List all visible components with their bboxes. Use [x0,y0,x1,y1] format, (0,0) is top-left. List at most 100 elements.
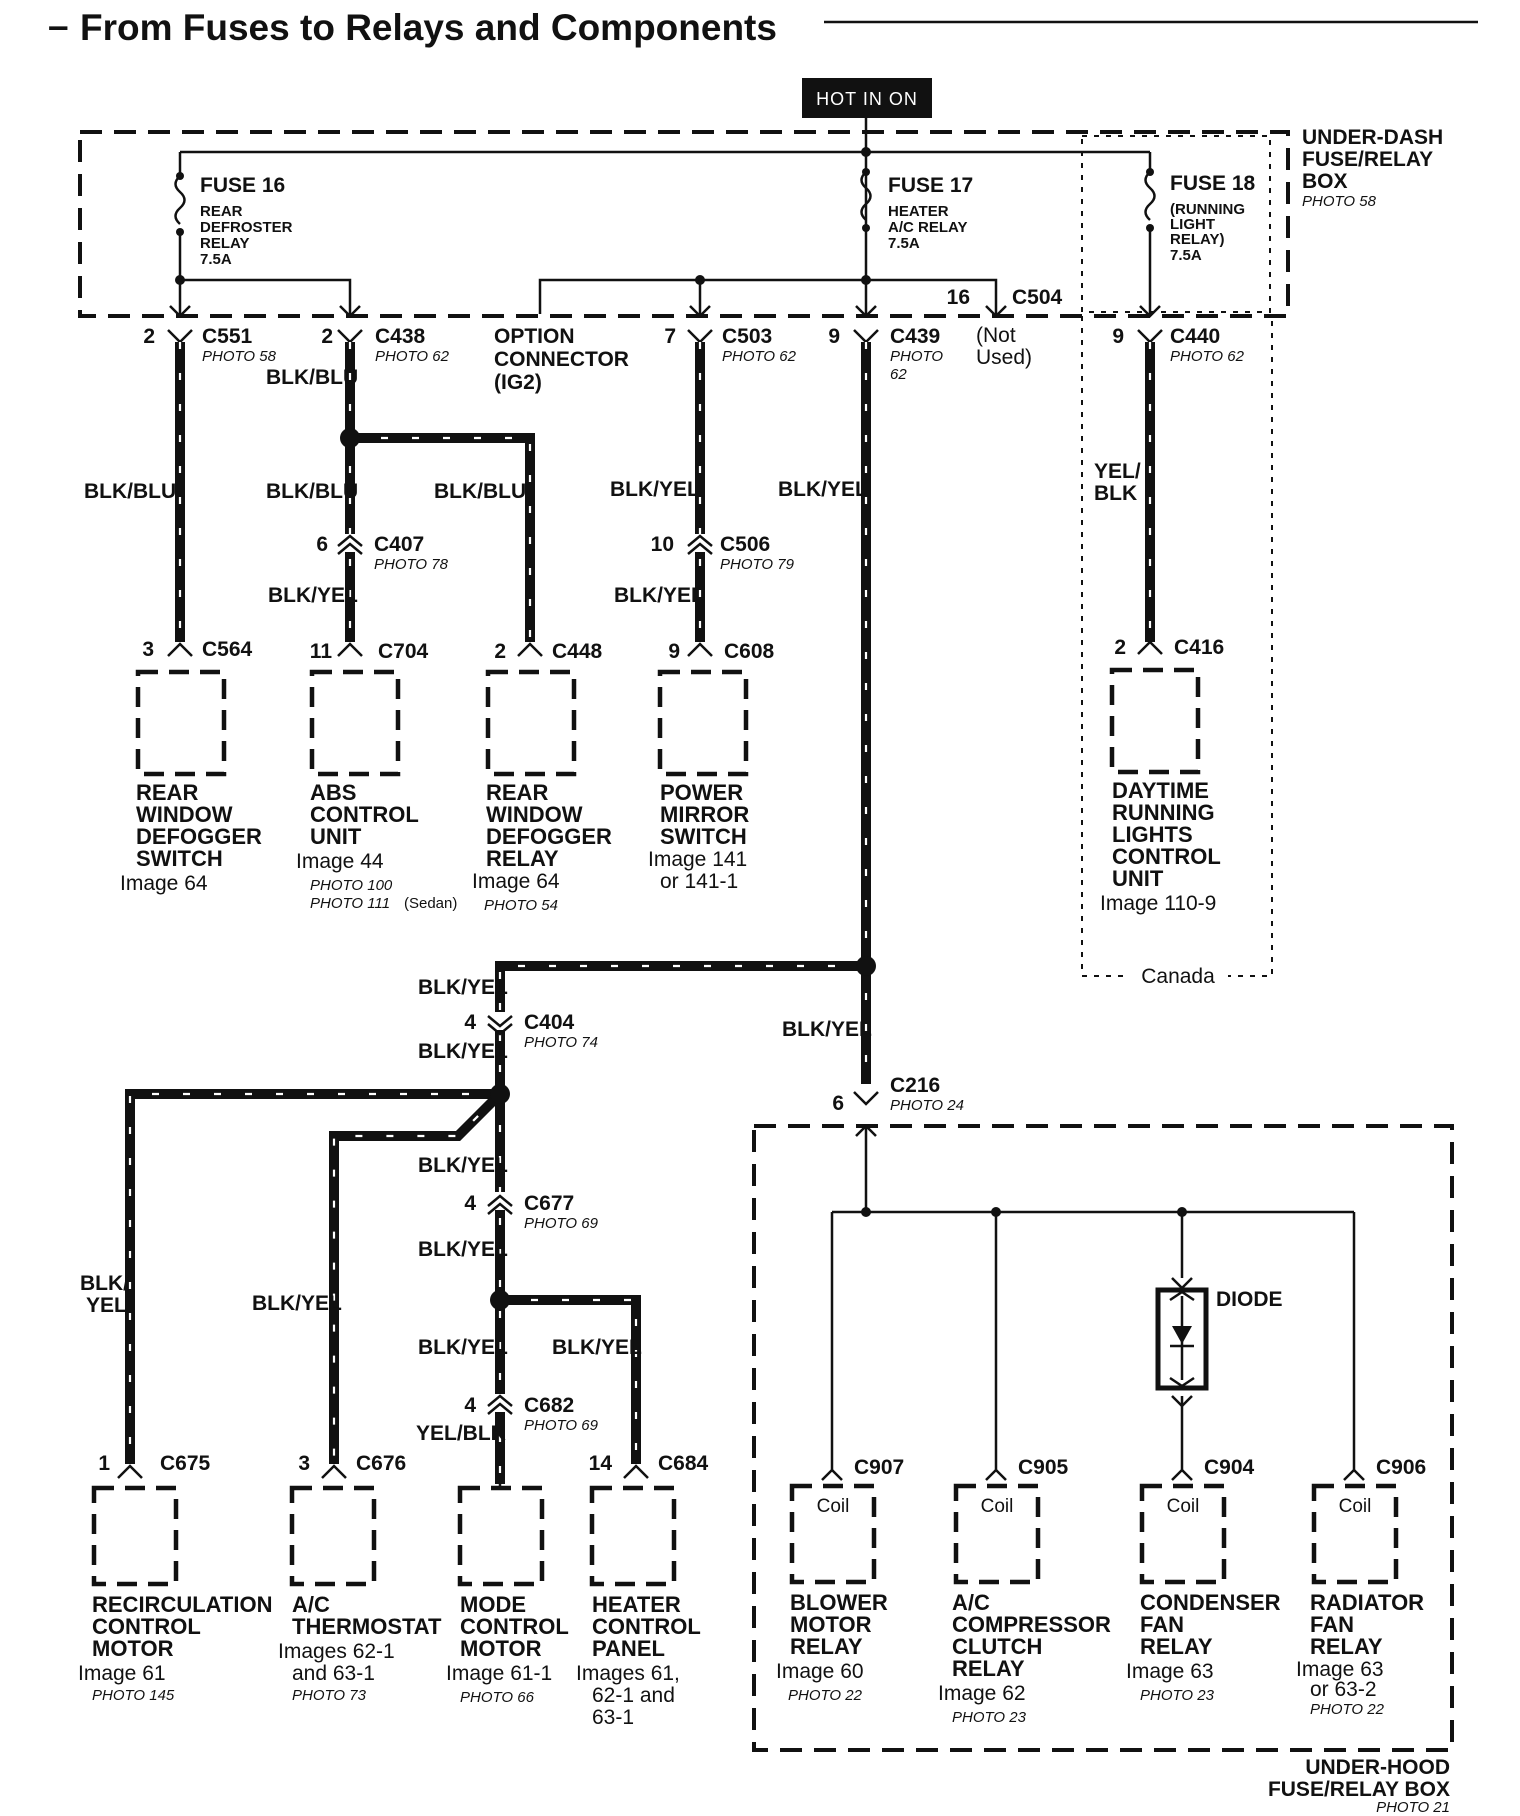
svg-text:RELAY: RELAY [1140,1634,1213,1659]
connector-c608: C608 [724,640,775,663]
svg-text:Image 61: Image 61 [78,1662,166,1685]
svg-text:MODE: MODE [460,1592,526,1617]
svg-text:PHOTO 22: PHOTO 22 [788,1687,863,1704]
svg-text:PHOTO 69: PHOTO 69 [524,1417,599,1434]
wire-label: YEL/ [1094,460,1141,483]
pin-c404: 4 [464,1011,476,1034]
svg-text:Image 141: Image 141 [648,848,747,871]
connector-c684: C684 [658,1452,709,1475]
svg-text:UNIT: UNIT [310,824,362,849]
inline-connectors-upper [337,534,713,555]
pin-c440: 9 [1112,325,1124,348]
svg-text:PHOTO 69: PHOTO 69 [524,1215,599,1232]
hot-in-on-label: HOT IN ON [816,89,918,109]
svg-text:Image 63: Image 63 [1126,1660,1214,1683]
connector-c503: C503 [722,325,772,348]
svg-text:Image 63: Image 63 [1296,1658,1384,1681]
wire-label: BLK/YEL [418,976,508,999]
top-connector-chevrons [169,305,1161,318]
fuse-17-name: FUSE 17 [888,174,973,197]
wire-label: BLK/YEL [268,584,358,607]
wire-label: BLK/YEL [252,1292,342,1315]
svg-text:RELAY: RELAY [1310,1634,1383,1659]
rear-defogger-switch-box [135,669,227,777]
svg-text:PHOTO 78: PHOTO 78 [374,556,449,573]
svg-text:PHOTO 62: PHOTO 62 [722,348,797,365]
wire-label: BLK/YEL [418,1238,508,1261]
svg-text:CONTROL: CONTROL [92,1614,201,1639]
svg-text:Image 64: Image 64 [120,872,208,895]
pin-c551: 2 [143,325,155,348]
canada-inner-box [1081,135,1271,313]
svg-text:CONTROL: CONTROL [460,1614,569,1639]
under-hood-label-1: UNDER-HOOD [1305,1756,1450,1779]
pin-c506: 10 [651,533,674,556]
svg-text:RELAY: RELAY [200,235,249,252]
connector-c704: C704 [378,640,429,663]
component-connectors-upper [167,640,1163,657]
svg-text:WINDOW: WINDOW [136,802,233,827]
svg-text:LIGHTS: LIGHTS [1112,822,1193,847]
under-hood-photo: PHOTO 21 [1376,1799,1450,1816]
splice-c404 [490,1084,510,1104]
wire-label: BLK/YEL [614,584,704,607]
svg-text:PHOTO 54: PHOTO 54 [484,897,558,914]
svg-text:RELAY): RELAY) [1170,231,1224,248]
svg-text:REAR: REAR [486,780,548,805]
svg-text:PHOTO 62: PHOTO 62 [375,348,450,365]
wire-label: BLK/BLU [434,480,526,503]
svg-text:PHOTO 100: PHOTO 100 [310,877,393,894]
ac-thermostat-box [289,1485,377,1587]
fuse-17-branch [538,278,998,314]
pin-c504: 16 [947,286,970,309]
blower-relay-box [789,1483,877,1585]
svg-text:SWITCH: SWITCH [136,846,223,871]
wire-label: BLK/YEL [610,478,700,501]
component-radiator-fan-relay: RADIATOR FAN RELAY Image 63 or 63-2 PHOT… [1296,1590,1424,1718]
wire-label: BLK/YEL [552,1336,642,1359]
svg-text:MIRROR: MIRROR [660,802,749,827]
pin-c416: 2 [1114,636,1126,659]
svg-text:POWER: POWER [660,780,743,805]
component-blower-motor-relay: BLOWER MOTOR RELAY Image 60 PHOTO 22 [776,1590,888,1704]
wire-label: BLK/YEL [778,478,868,501]
svg-text:PANEL: PANEL [592,1636,665,1661]
pin-c448: 2 [494,640,506,663]
svg-text:RELAY: RELAY [486,846,559,871]
fuse-17-symbol [860,171,872,221]
svg-text:Image 110-9: Image 110-9 [1100,892,1216,915]
svg-text:SWITCH: SWITCH [660,824,747,849]
coil-label: Coil [1339,1496,1372,1517]
svg-text:BLOWER: BLOWER [790,1590,888,1615]
svg-text:MOTOR: MOTOR [92,1636,174,1661]
connector-c404: C404 [524,1011,575,1034]
lower-wires [125,1089,641,1484]
pin-c675: 1 [98,1452,110,1475]
not-used-2: Used) [976,346,1032,369]
pin-c676: 3 [298,1452,310,1475]
pin-c704: 11 [310,640,333,663]
svg-text:THERMOSTAT: THERMOSTAT [292,1614,442,1639]
under-dash-box [78,130,1290,318]
svg-text:Image 62: Image 62 [938,1682,1026,1705]
svg-text:HEATER: HEATER [592,1592,681,1617]
svg-text:62: 62 [890,366,907,383]
canada-label: Canada [1141,965,1215,988]
component-condenser-fan-relay: CONDENSER FAN RELAY Image 63 PHOTO 23 [1126,1590,1281,1704]
fuse-16-symbol [174,175,186,225]
svg-text:PHOTO 66: PHOTO 66 [460,1689,535,1706]
svg-text:Image 60: Image 60 [776,1660,864,1683]
connector-c216: C216 [890,1074,940,1097]
component-recirculation-motor: RECIRCULATION CONTROL MOTOR Image 61 PHO… [78,1592,272,1704]
svg-text:7.5A: 7.5A [200,251,232,268]
svg-text:(Sedan): (Sedan) [404,895,457,912]
pin-c438: 2 [321,325,333,348]
component-rear-defogger-switch: REAR WINDOW DEFOGGER SWITCH Image 64 [120,780,262,895]
connector-c438: C438 [375,325,426,348]
svg-text:CLUTCH: CLUTCH [952,1634,1042,1659]
under-hood-label-2: FUSE/RELAY BOX [1268,1778,1450,1801]
connector-c904: C904 [1204,1456,1255,1479]
svg-text:FAN: FAN [1140,1612,1184,1637]
component-abs-control-unit: ABS CONTROL UNIT Image 44 PHOTO 100 PHOT… [296,780,457,912]
inline-connectors-lower [487,1012,513,1415]
